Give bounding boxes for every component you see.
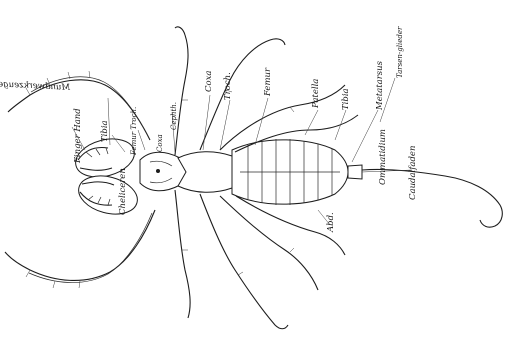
label-cephth: Cephth. (170, 102, 178, 130)
legs-lower (175, 190, 345, 329)
label-femur: Femur (263, 67, 273, 97)
eye-dot (156, 169, 160, 173)
chelicera-lower (74, 170, 141, 220)
label-ommatidium: Ommatidium (378, 129, 388, 185)
labels: Mundwerkzeuge Finger Hand Tibia Femur Tr… (0, 26, 418, 233)
label-tibia-pedipalp: Tibia (100, 120, 110, 142)
label-tibia: Tibia (341, 88, 351, 110)
tail (348, 165, 502, 227)
label-coxa-left: Coxa (156, 134, 164, 152)
thorax (178, 152, 236, 193)
abdomen (232, 139, 348, 205)
label-abd: Abd. (326, 212, 336, 233)
label-mundwerkzeuge: Mundwerkzeuge (0, 79, 71, 93)
label-troch: Troch. (223, 72, 233, 100)
label-femur-troch: Femur Troch. (130, 107, 138, 156)
label-patella: Patella (311, 79, 321, 109)
label-finger-hand: Finger Hand (73, 108, 83, 164)
label-metatarsus: Metatarsus (375, 60, 385, 111)
label-cheliceren: Cheliceren (118, 168, 128, 215)
label-tarsenglieder: Tarsen-glieder (396, 26, 404, 78)
pedipalp-lower (5, 210, 155, 288)
label-coxa: Coxa (204, 71, 214, 92)
label-caudalfaden: Caudalfaden (408, 146, 418, 200)
